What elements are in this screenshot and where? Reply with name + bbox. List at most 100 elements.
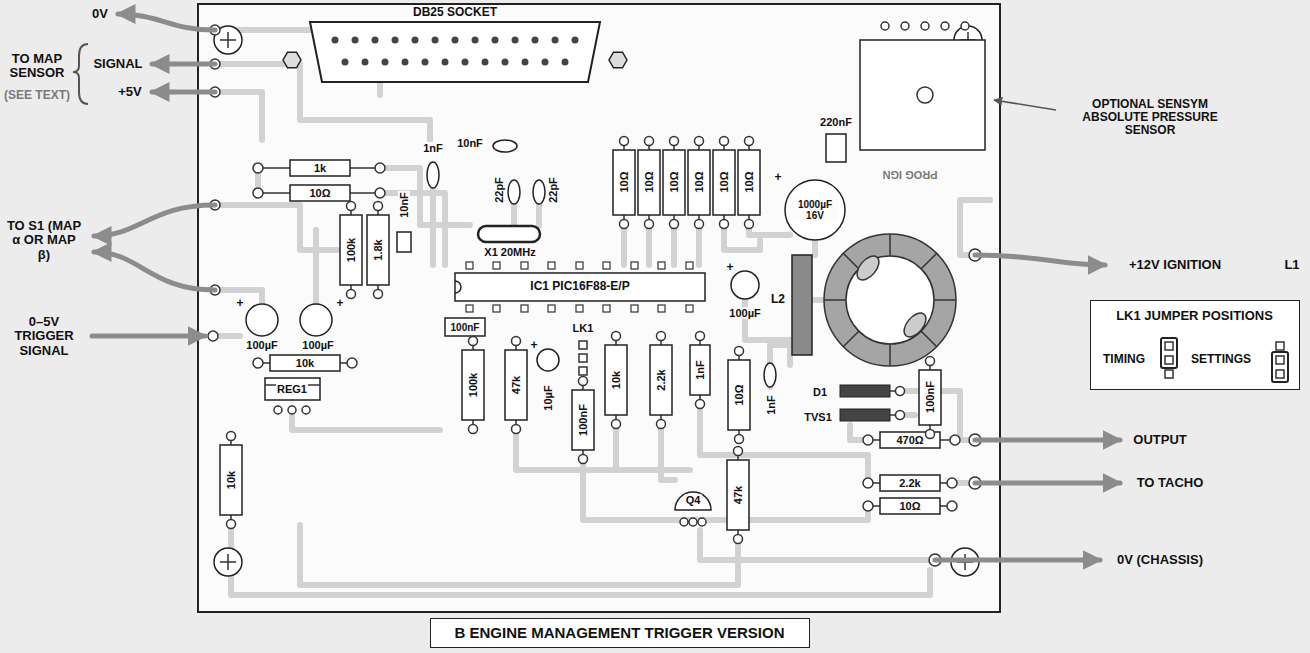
ic-symbol-part-part: [631, 305, 638, 312]
pressure-sensor-part: [860, 40, 985, 150]
solder-pad-part: [670, 137, 679, 146]
db25-socket-part-part: [352, 37, 359, 44]
ic-symbol-part: [466, 262, 693, 312]
ic-symbol: [455, 262, 705, 312]
ic-symbol-part-part: [686, 305, 693, 312]
solder-pad-part: [347, 358, 357, 368]
solder-pad-part: [947, 478, 957, 488]
part-label: +: [235, 297, 244, 310]
regulator-symbol: [265, 378, 320, 400]
db25-socket-part-part: [382, 59, 389, 66]
wire-label: 0V (CHASSIS): [1116, 553, 1204, 567]
db25-socket-part-part: [412, 37, 419, 44]
solder-pad-part: [288, 406, 296, 414]
part-label: 47k: [510, 375, 522, 395]
part-label: L2: [770, 293, 786, 306]
solder-pad-part: [863, 501, 873, 511]
part-label: +: [335, 297, 344, 310]
ic-symbol-part-part: [521, 262, 528, 269]
ic-symbol-part: [455, 273, 705, 301]
resistor-symbol-part: [690, 345, 710, 395]
regulator-symbol-part: [265, 378, 320, 400]
external-wire-part: [975, 255, 1105, 265]
part-label: REG1: [276, 383, 308, 395]
solder-pad-part: [698, 518, 706, 526]
ic-symbol-part-part: [603, 305, 610, 312]
db25-socket-part-part: [402, 59, 409, 66]
solder-pad-part: [208, 331, 218, 341]
pcb-board-part: [198, 4, 1000, 612]
part-label: 1nF: [694, 359, 706, 381]
solder-pad-part: [680, 518, 688, 526]
copper-trace-part: [952, 440, 975, 483]
resistor-symbol-part: [713, 150, 735, 215]
box-heading: B ENGINE MANAGEMENT TRIGGER VERSION: [454, 624, 784, 641]
mounting-screw-part: [220, 554, 236, 570]
wire-label: OUTPUT: [1132, 433, 1187, 447]
inductor-symbol-part: [792, 255, 812, 355]
jumper-icon-part: [1272, 352, 1288, 382]
pressure-sensor-part: [881, 22, 889, 30]
resistor-symbol-part: [270, 355, 340, 371]
jumper-icon-part: [1276, 342, 1284, 350]
ic-symbol-part-part: [576, 262, 583, 269]
solder-pad-part: [745, 220, 754, 229]
part-label: 470Ω: [895, 434, 924, 446]
resistor-symbol-part: [231, 141, 930, 539]
resistor-symbol-part: [462, 350, 484, 420]
brace-bracket: [73, 44, 88, 104]
resistor-symbol-part: [397, 232, 411, 252]
db25-socket-part: [310, 22, 600, 82]
wire-label: TO MAP SENSOR: [4, 52, 70, 81]
resistor-symbol-part: [220, 445, 242, 515]
part-label: 10nF: [456, 137, 484, 149]
resistor-symbol-part: [738, 150, 760, 215]
external-wire-part: [92, 334, 205, 339]
external-wire-part: [152, 62, 215, 67]
part-label: X1 20MHz: [483, 246, 536, 258]
ic-symbol-part-part: [603, 262, 610, 269]
crystal-symbol: [478, 226, 540, 242]
part-label: 10Ω: [733, 383, 745, 406]
part-label: +: [529, 339, 538, 352]
solder-pad-part: [374, 290, 383, 299]
pcb-board: [198, 4, 1000, 612]
part-label: 100µF: [245, 339, 278, 351]
caption-box: B ENGINE MANAGEMENT TRIGGER VERSION: [430, 618, 810, 648]
solder-pad-part: [947, 501, 957, 511]
pressure-sensor-part: [917, 87, 933, 103]
capacitor-symbol: [246, 140, 845, 387]
part-label: 100k: [345, 237, 357, 263]
solder-pad-part: [579, 377, 588, 386]
transistor-symbol: [675, 492, 711, 510]
wire-label: (SEE TEXT): [3, 89, 71, 102]
resistor-symbol-part: [919, 370, 941, 425]
copper-trace-part: [583, 459, 868, 520]
part-label: 1k: [313, 162, 327, 174]
jumper-icon-part: [1161, 338, 1177, 368]
resistor-symbol-part: [727, 460, 749, 530]
solder-pad-part: [274, 406, 282, 414]
solder-pad-part: [227, 432, 236, 441]
resistor-symbol-part: [663, 150, 685, 215]
resistor-symbol-part: [880, 498, 940, 514]
jumper-icon-part: [1276, 370, 1284, 378]
part-label: Q4: [685, 494, 702, 506]
wire-label: L1: [1283, 258, 1300, 272]
solder-pad-part: [469, 337, 478, 346]
part-label: 1000µF 16V: [792, 199, 838, 221]
pressure-sensor: [860, 22, 985, 150]
pressure-sensor-part: [921, 22, 929, 30]
ic-symbol-part-part: [493, 262, 500, 269]
db25-socket-part-part: [452, 37, 459, 44]
part-label: TVS1: [803, 411, 833, 423]
part-label: 1nF: [422, 142, 444, 154]
part-label: IC1 PIC16F88-E/P: [529, 280, 630, 293]
diode-symbol-part: [840, 409, 890, 421]
part-label: 10µF: [542, 384, 554, 411]
copper-trace-part: [215, 205, 340, 250]
copper-trace-part: [812, 240, 818, 255]
wire-label: TO S1 (MAP α OR MAP β): [4, 219, 84, 262]
resistor-symbol-part: [445, 318, 485, 336]
